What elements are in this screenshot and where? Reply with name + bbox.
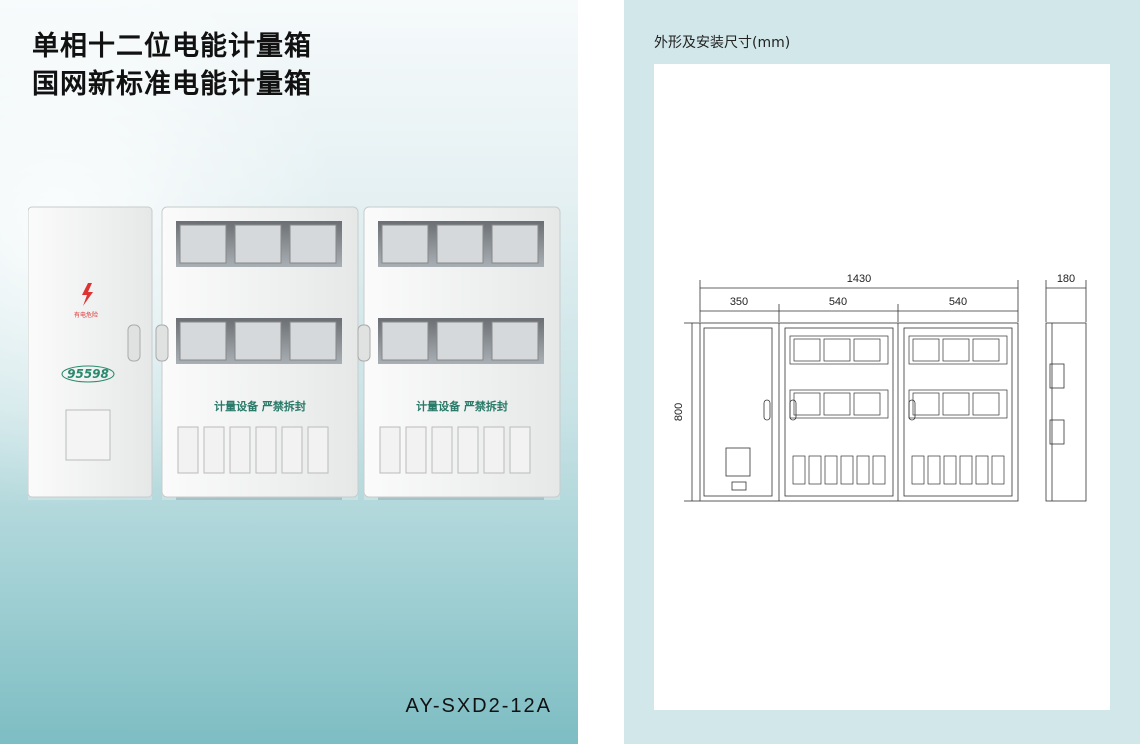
product-title-line2: 国网新标准电能计量箱 [32,69,312,100]
panel-text-right: 计量设备 严禁拆封 [416,399,508,413]
right-page: 外形及安装尺寸(mm) [624,0,1140,744]
dim-total-width: 1430 [847,273,871,285]
dim-depth: 180 [1057,273,1075,285]
product-title-line1: 单相十二位电能计量箱 [32,31,312,62]
lightning-icon [82,283,93,306]
dimension-drawing: 1430 350 540 540 180 800 [654,64,1110,710]
technical-drawing: 1430 350 540 540 180 800 [673,273,1087,502]
warning-text: 有电危险 [74,311,98,319]
left-page: 单相十二位电能计量箱 国网新标准电能计量箱 有电危险 95598 计量设备 严禁… [0,0,578,744]
meter-box-photo: 有电危险 95598 计量设备 严禁拆封 计量设备 严禁拆封 [28,206,561,498]
panel-text-middle: 计量设备 严禁拆封 [214,399,306,413]
dim-right-width: 540 [949,296,967,308]
logo-95598: 95598 [67,367,109,381]
page-gutter [578,0,624,744]
dim-height: 800 [673,403,685,421]
dim-mid-width: 540 [829,296,847,308]
model-number: AY-SXD2-12A [405,695,552,717]
dim-left-width: 350 [730,296,748,308]
dimensions-title: 外形及安装尺寸(mm) [654,35,791,51]
